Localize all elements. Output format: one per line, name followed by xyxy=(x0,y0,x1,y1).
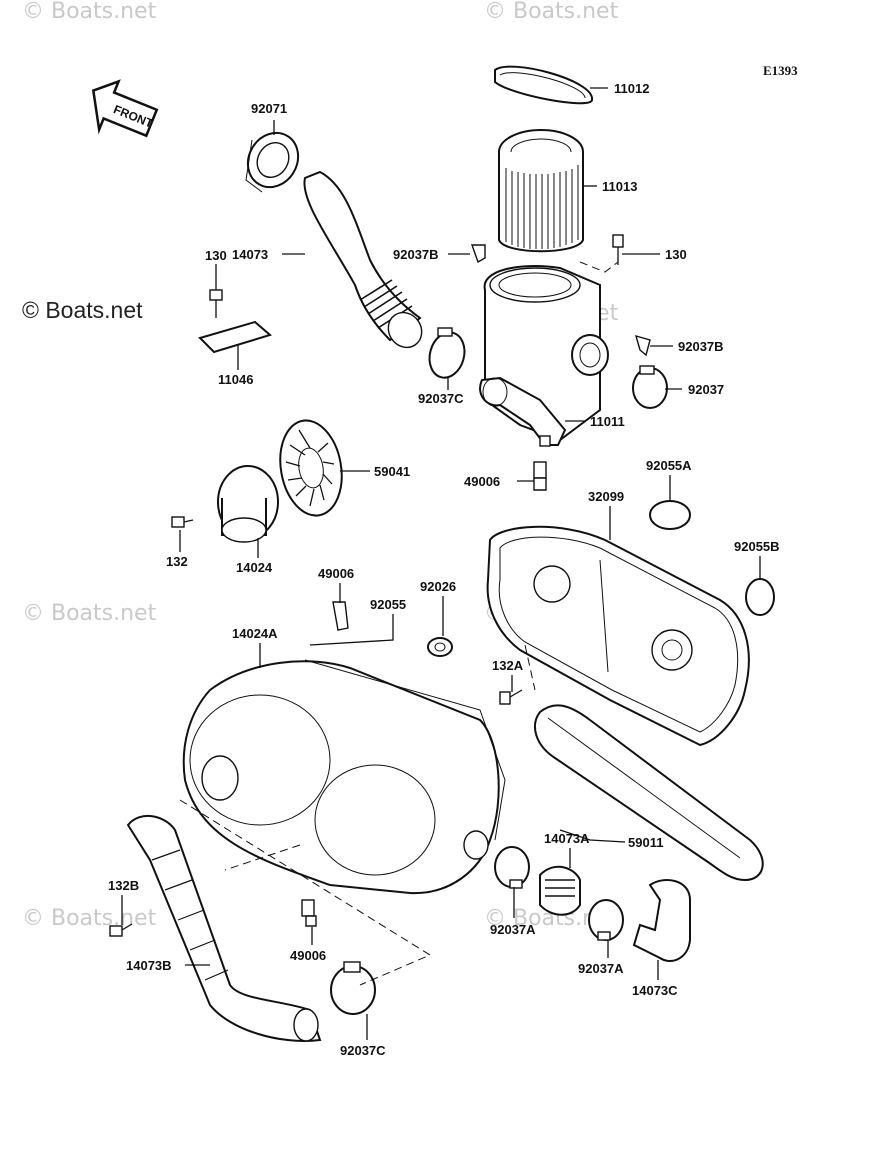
washer-part xyxy=(427,637,453,657)
clamp-92037-part xyxy=(632,365,668,409)
outer-cover-part xyxy=(182,659,506,895)
bolt-part xyxy=(612,234,624,265)
part-label: 11046 xyxy=(218,372,253,387)
part-label: 130 xyxy=(205,248,227,263)
leader-lines xyxy=(121,87,761,1040)
clip-92037B-part xyxy=(634,334,651,357)
air-cleaner-housing-part xyxy=(479,265,609,447)
part-label: 49006 xyxy=(318,566,354,581)
intake-duct-part xyxy=(303,170,423,349)
alignment-lines xyxy=(179,261,619,986)
part-label: 49006 xyxy=(464,474,500,489)
watermark-text: © Boats.net xyxy=(484,0,619,24)
inner-cover-part xyxy=(486,525,750,747)
part-label: 11012 xyxy=(614,81,649,96)
part-label: 14024A xyxy=(232,626,278,641)
part-label: 132 xyxy=(166,554,188,569)
drain-plug-part xyxy=(533,461,547,491)
part-label: 14024 xyxy=(236,560,273,575)
diagram-code: E1393 xyxy=(763,63,798,78)
air-filter-element-part xyxy=(498,129,584,253)
clamp-92037A-part xyxy=(494,846,530,889)
part-label: 92037C xyxy=(340,1043,386,1058)
watermark-text: © Boats.net xyxy=(22,0,157,24)
part-labels: 11012 11013 130 130 92071 14073 92037B 9… xyxy=(108,81,780,1058)
bolt-part xyxy=(209,289,223,318)
part-label: 59041 xyxy=(374,464,410,479)
part-label: 130 xyxy=(665,247,687,262)
bolt-132B-part xyxy=(109,923,133,937)
clamp-92037A-part xyxy=(588,899,624,941)
part-label: 92071 xyxy=(251,101,287,116)
copyright-text: © Boats.net xyxy=(22,297,143,323)
part-label: 14073C xyxy=(632,983,678,998)
part-label: 92037B xyxy=(678,339,724,354)
drain-plug-part xyxy=(301,899,317,927)
part-label: 92037C xyxy=(418,391,464,406)
bolt-132A-part xyxy=(499,689,523,705)
part-label: 59011 xyxy=(628,835,663,850)
part-label: 92055B xyxy=(734,539,780,554)
part-label: 32099 xyxy=(588,489,624,504)
clamp-92037C-part xyxy=(428,327,466,379)
bolt-132-part xyxy=(171,516,194,528)
part-label: 92037 xyxy=(688,382,724,397)
part-label: 132A xyxy=(492,658,524,673)
watermark-text: © Boats.net xyxy=(22,906,157,931)
part-label: 11011 xyxy=(590,414,625,429)
part-label: 132B xyxy=(108,878,139,893)
o-ring-92055A-part xyxy=(649,500,691,530)
grommet-part xyxy=(245,131,300,193)
duct-14073B-part xyxy=(126,815,322,1042)
front-arrow-icon: FRONT xyxy=(91,79,159,138)
bracket-part xyxy=(198,320,273,354)
part-label: 92037A xyxy=(490,922,536,937)
part-label: 14073 xyxy=(232,247,268,262)
drain-plug-part xyxy=(332,601,349,631)
clip-92037B-part xyxy=(471,244,486,264)
part-label: 14073B xyxy=(126,958,172,973)
part-label: 14073A xyxy=(544,831,590,846)
part-label: 92055A xyxy=(646,458,692,473)
part-label: 49006 xyxy=(290,948,326,963)
part-label: 92026 xyxy=(420,579,456,594)
clamp-92037C-part xyxy=(330,961,376,1015)
o-ring-92055B-part xyxy=(745,578,775,616)
watermark-text: © Boats.net xyxy=(22,601,157,626)
fan-cover-part xyxy=(217,465,279,543)
air-cleaner-cap-part xyxy=(494,65,593,105)
cooling-fan-part xyxy=(279,419,343,517)
part-label: 92037B xyxy=(393,247,439,262)
part-label: 92055 xyxy=(370,597,406,612)
part-label: 92037A xyxy=(578,961,624,976)
duct-14073C-part xyxy=(632,879,691,962)
part-label: 11013 xyxy=(602,179,637,194)
duct-14073A-part xyxy=(539,865,581,916)
drive-belt-part xyxy=(534,704,764,882)
